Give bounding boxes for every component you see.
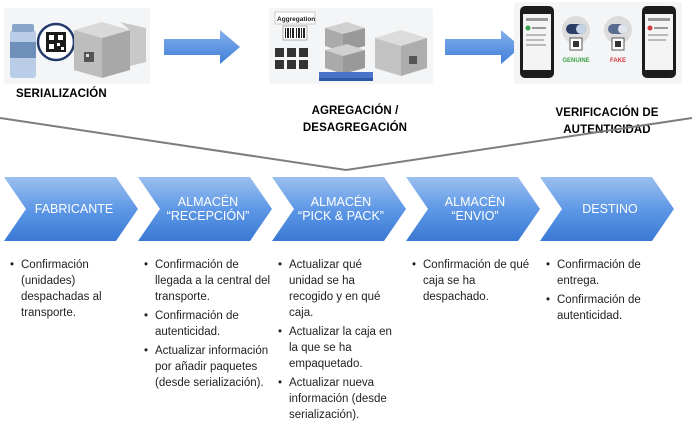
detail-item: Confirmación (unidades) despachadas al t… [10,257,134,321]
details-almacen-pick-pack: Actualizar qué unidad se ha recogido y e… [278,257,396,426]
details-fabricante: Confirmación (unidades) despachadas al t… [10,257,134,324]
chevron-almacen-pick-pack [272,177,406,241]
detail-item: Confirmación de qué caja se ha despachad… [412,257,530,305]
flow-arrow-icon [164,30,240,64]
detail-item: Confirmación de entrega. [546,257,670,289]
stage-label-aggregation: AGREGACIÓN / DESAGREGACIÓN [285,86,425,137]
step-label-almacen-pick-pack: ALMACÉN “PICK & PACK” [298,195,384,223]
stage-label-text: AGREGACIÓN / DESAGREGACIÓN [302,105,408,134]
verification-illustration: GENUINE FAKE [514,2,682,84]
detail-item: Actualizar información por añadir paquet… [144,343,272,391]
details-destino: Confirmación de entrega. Confirmación de… [546,257,670,327]
detail-item: Actualizar la caja en la que se ha empaq… [278,324,396,372]
detail-item: Confirmación de autenticidad. [144,308,272,340]
step-label-destino: DESTINO [582,202,638,216]
details-almacen-envio: Confirmación de qué caja se ha despachad… [412,257,530,308]
step-label-almacen-envio: ALMACÉN “ENVIO” [444,195,506,223]
detail-item: Confirmación de autenticidad. [546,292,670,324]
flow-arrow-icon [445,30,521,64]
serialization-illustration [4,8,150,84]
detail-item: Actualizar nueva información (desde seri… [278,375,396,423]
genuine-label: GENUINE [562,58,589,64]
aggregation-tag: Aggregation [277,16,315,23]
detail-item: Confirmación de llegada a la central del… [144,257,272,305]
chevron-almacen-recepcion [138,177,272,241]
step-label-fabricante: FABRICANTE [34,202,114,216]
stage-label-text: SERIALIZACIÓN [16,88,107,100]
chevron-fabricante [4,177,138,241]
brace-connector [0,117,692,172]
aggregation-illustration: Aggregation [269,8,433,84]
chevron-almacen-envio [406,177,540,241]
chevron-destino [540,177,674,241]
detail-item: Actualizar qué unidad se ha recogido y e… [278,257,396,321]
stage-label-serialization: SERIALIZACIÓN [4,86,154,103]
details-almacen-recepcion: Confirmación de llegada a la central del… [144,257,272,394]
step-label-almacen-recepcion: ALMACÉN “RECEPCIÓN” [166,195,250,223]
fake-label: FAKE [610,58,626,64]
